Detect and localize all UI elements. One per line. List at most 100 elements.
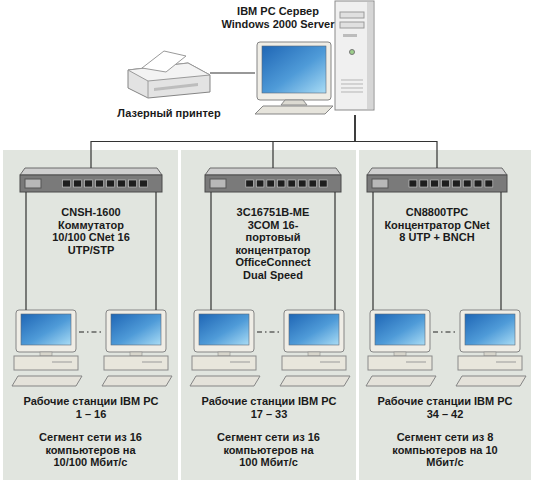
switch-port [63,180,71,187]
switch-port [140,180,148,187]
switch-front [20,175,162,192]
label-block: CNSH-1600 Коммутатор 10/100 CNet 16 UTP/… [44,206,139,256]
monitor-frame [16,310,76,352]
label-block: 3C16751B-ME 3COM 16-портовый концентрато… [228,206,318,281]
keyboard [12,376,82,386]
label-block: Рабочие станции IBM PC 1 – 16 [20,395,162,420]
workstation-group: Рабочие станции IBM PC 34 – 42 [365,310,525,386]
monitor-stand [394,352,406,356]
label-block: Рабочие станции IBM PC 17 – 33 [198,395,340,420]
switch-port [320,180,328,187]
switch-front [367,175,507,192]
network-cable [355,115,437,168]
paper-sheet [142,51,186,72]
switch-port [107,180,115,187]
segment-caption: Сегмент сети из 8 компьютеров на 10 Мбит… [391,431,499,469]
network-switch: CN8800TPC Концентратор CNet 8 UTP + BNCH [367,168,507,192]
ellipsis-link [433,331,457,332]
vent-line [341,84,363,85]
drive-slot [142,362,162,363]
monitor-stand [130,352,142,356]
label-block: IBM PC Сервер Windows 2000 Server [215,5,341,30]
network-switch: 3C16751B-ME 3COM 16-портовый концентрато… [205,168,341,192]
server-label: IBM PC Сервер Windows 2000 Server [215,5,341,30]
ws-illustration [189,310,349,386]
segment-panel: Сегмент сети из 16 компьютеров на 10/100… [3,150,178,480]
monitor-frame [460,310,520,352]
label-block: Сегмент сети из 16 компьютеров на 100 Мб… [215,431,323,469]
ws-illustration [365,310,525,386]
network-switch: CNSH-1600 Коммутатор 10/100 CNet 16 UTP/… [20,168,162,192]
desktop-case [14,356,78,370]
switch-port [485,180,493,187]
network-cable [210,72,255,73]
switch-badge [25,179,41,188]
drive-slot [230,362,250,363]
monitor-frame [257,42,331,100]
switch-top [367,168,507,175]
monitor-stand [218,352,230,356]
laser-printer: Лазерный принтер [128,48,210,98]
switch-port [452,180,460,187]
drive-slot [496,362,516,363]
switch-label: CNSH-1600 Коммутатор 10/100 CNet 16 UTP/… [44,206,139,256]
monitor-frame [370,310,430,352]
network-cable [373,192,501,310]
monitor-screen [465,314,515,345]
monitor-frame [284,310,344,352]
output-slot [154,83,198,91]
monitor-screen [199,314,249,345]
switch-label: 3C16751B-ME 3COM 16-портовый концентрато… [228,206,318,281]
switch-front [205,175,341,192]
printer-edge [148,81,149,98]
monitor-screen [21,314,71,345]
server-illustration [255,0,380,115]
switch-port [85,180,93,187]
switch-port [277,180,285,187]
vent-line [341,92,363,93]
segment-caption: Сегмент сети из 16 компьютеров на 100 Мб… [215,431,323,469]
switch-illustration [20,168,162,192]
switch-port [442,180,450,187]
label-block: Лазерный принтер [109,107,229,120]
switch-port [474,180,482,187]
workstation-label: Рабочие станции IBM PC 17 – 33 [198,395,340,420]
network-cable [91,115,355,168]
vent-line [341,88,363,89]
switch-illustration [367,168,507,192]
label-block: Сегмент сети из 16 компьютеров на 10/100… [37,431,145,469]
switch-port [288,180,296,187]
floppy-slot [343,34,357,37]
drive-slot [406,362,426,363]
keyboard [280,376,350,386]
drive-slot [320,362,340,363]
network-cable [273,115,355,168]
switch-port [246,180,254,187]
network-cable [26,192,156,310]
ellipsis-link [79,331,103,332]
printer-label: Лазерный принтер [109,107,229,120]
tower-side [367,2,373,109]
desktop-case [458,356,522,370]
switch-port [299,180,307,187]
monitor-stand [40,352,52,356]
switch-top [205,168,341,175]
switch-port [96,180,104,187]
workstation-label: Рабочие станции IBM PC 1 – 16 [20,395,162,420]
tower-case [335,1,374,110]
keyboard [456,376,526,386]
drive-slot [52,362,72,363]
monitor-stand [484,352,496,356]
switch-label: CN8800TPC Концентратор CNet 8 UTP + BNCH [383,206,491,244]
label-block: Сегмент сети из 8 компьютеров на 10 Мбит… [391,431,499,469]
drive-bay [340,12,364,18]
server-computer: IBM PC Сервер Windows 2000 Server [255,0,380,115]
monitor-screen [111,314,161,345]
network-cable [211,192,335,310]
ellipsis-link [257,331,281,332]
desktop-case [282,356,346,370]
drive-bay [340,22,364,28]
printer-illustration [128,48,210,98]
